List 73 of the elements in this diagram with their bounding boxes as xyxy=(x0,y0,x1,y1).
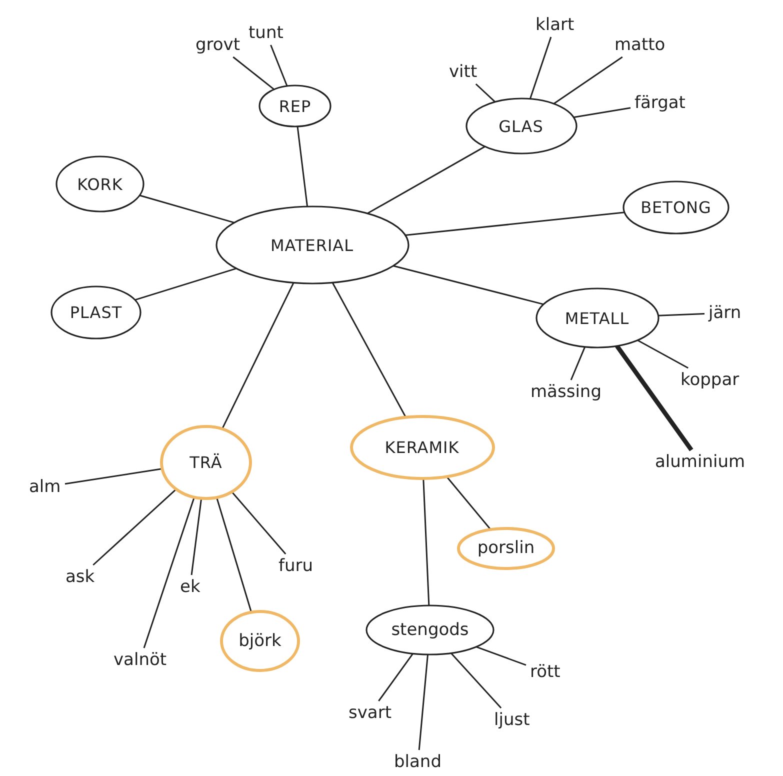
highlighted-oval xyxy=(350,414,494,480)
connector-line xyxy=(404,212,625,236)
word-label: aluminium xyxy=(654,452,746,472)
connector-line xyxy=(636,339,688,369)
word-label: ask xyxy=(64,567,96,587)
connector-line xyxy=(392,265,544,305)
topic-oval xyxy=(365,604,495,656)
word-label: valnöt xyxy=(112,650,168,670)
connector-line xyxy=(270,44,288,86)
word-label: järn xyxy=(708,303,742,323)
node-label: BETONG xyxy=(640,198,712,216)
word-label: grovt xyxy=(194,35,242,55)
connector-line xyxy=(135,268,236,301)
topic-oval xyxy=(55,155,145,213)
connector-line xyxy=(143,496,196,648)
connector-line xyxy=(296,126,308,207)
word-label: rött xyxy=(529,662,562,682)
word-label: svart xyxy=(348,703,392,723)
word-label: ek xyxy=(179,577,202,597)
connector-line xyxy=(475,83,496,102)
word-label: koppar xyxy=(680,370,740,390)
connector-line xyxy=(232,56,275,90)
word-label: tunt xyxy=(248,23,284,43)
connector-line xyxy=(422,478,430,606)
word-label: mässing xyxy=(530,382,602,402)
word-label: färgat xyxy=(634,93,686,113)
topic-oval xyxy=(464,97,578,155)
node-label: KORK xyxy=(77,174,123,194)
connector-line xyxy=(216,496,252,612)
word-label: alm xyxy=(28,477,62,497)
connector-line xyxy=(64,468,162,485)
connector-line xyxy=(222,282,294,429)
connector-line xyxy=(230,491,286,554)
connector-line xyxy=(658,313,705,316)
connector-line xyxy=(418,654,429,750)
connector-line xyxy=(378,653,414,702)
node-label: REP xyxy=(278,96,312,116)
topic-oval xyxy=(214,205,410,285)
connector-line xyxy=(332,282,406,418)
connector-line xyxy=(450,652,502,708)
node-label: porslin xyxy=(476,538,536,558)
word-label: ljust xyxy=(493,710,531,730)
word-label: vitt xyxy=(448,62,478,82)
word-label: bland xyxy=(393,752,442,772)
highlighted-oval xyxy=(220,610,300,672)
node-label: MATERIAL xyxy=(270,236,354,254)
connector-line xyxy=(92,488,177,566)
connector-line xyxy=(573,107,631,118)
node-label: TRÄ xyxy=(190,452,222,472)
connector-line xyxy=(366,146,486,214)
topic-oval xyxy=(622,180,730,234)
connector-line xyxy=(139,194,234,224)
node-label: GLAS xyxy=(498,116,544,136)
node-label: METALL xyxy=(564,308,630,328)
node-label: PLAST xyxy=(70,302,122,322)
connector-line xyxy=(553,56,623,104)
topic-oval xyxy=(534,287,660,349)
node-label: KERAMIK xyxy=(384,438,460,456)
word-label: matto xyxy=(614,35,666,55)
topic-oval xyxy=(50,284,142,340)
connector-line xyxy=(615,344,694,452)
connector-line xyxy=(446,476,491,530)
node-label: stengods xyxy=(390,620,470,640)
connector-line xyxy=(476,646,526,666)
highlighted-oval xyxy=(457,526,555,570)
connector-line xyxy=(529,36,552,100)
word-label: furu xyxy=(278,556,314,576)
connector-line xyxy=(190,498,202,576)
word-label: klart xyxy=(534,15,576,35)
node-label: björk xyxy=(238,631,282,651)
highlighted-oval xyxy=(160,424,252,500)
topic-oval xyxy=(258,84,332,128)
connector-line xyxy=(570,346,586,380)
